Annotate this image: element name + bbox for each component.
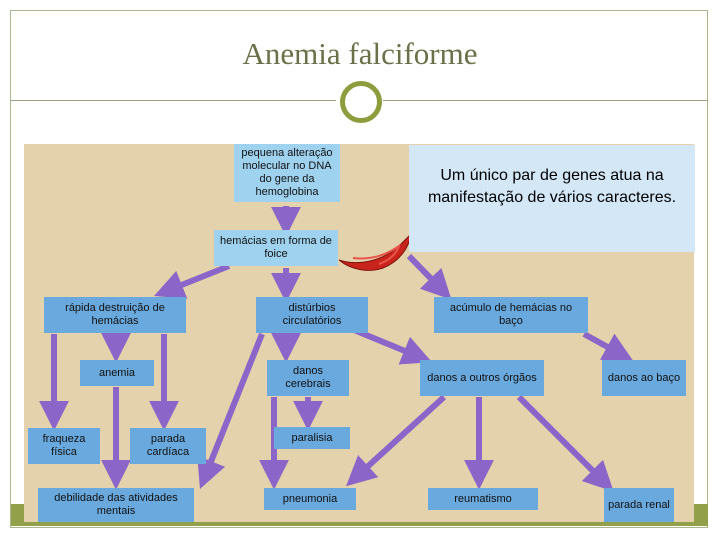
node-dna-alteration: pequena alteração molecular no DNA do ge…: [234, 144, 340, 202]
title-divider-right: [383, 100, 708, 101]
title-divider-left: [11, 100, 336, 101]
node-anemia: anemia: [80, 360, 154, 386]
node-spleen-damage: danos ao baço: [602, 360, 686, 396]
arrows-layer: [39, 206, 634, 492]
slide-title: Anemia falciforme: [242, 36, 478, 71]
slide-frame: [10, 10, 708, 528]
node-pneumonia: pneumonia: [264, 488, 356, 510]
node-organ-damage: danos a outros órgãos: [420, 360, 544, 396]
node-spleen-accumulation: acúmulo de hemácias no baço: [434, 297, 588, 333]
arrow-accumulation-spleen: [582, 331, 634, 362]
arrow-sickle-accumulation: [406, 253, 452, 300]
node-brain-damage: danos cerebrais: [267, 360, 349, 396]
node-rheumatism: reumatismo: [428, 488, 538, 510]
node-debility: debilidade das atividades mentais: [38, 488, 194, 522]
arrow-sickle-destruction: [153, 263, 231, 299]
circle-ring-icon: [340, 81, 382, 123]
arrow-organs-pneumonia: [346, 394, 447, 487]
red-sickle-cell-icon: [338, 232, 412, 271]
arrow-circulatory-debility: [197, 332, 265, 490]
node-destruction: rápida destruição de hemácias: [44, 297, 186, 333]
arrow-circulatory-organs: [352, 327, 432, 365]
callout-note: Um único par de genes atua na manifestaç…: [409, 145, 695, 252]
node-cardiac-arrest: parada cardíaca: [130, 428, 206, 464]
node-weakness: fraqueza física: [28, 428, 100, 464]
arrow-organs-renal: [516, 394, 614, 492]
node-paralysis: paralisia: [274, 427, 350, 449]
node-circulatory: distúrbios circulatórios: [256, 297, 368, 333]
node-renal-arrest: parada renal: [604, 488, 674, 522]
node-sickle-cells: hemácias em forma de foice: [214, 230, 338, 266]
